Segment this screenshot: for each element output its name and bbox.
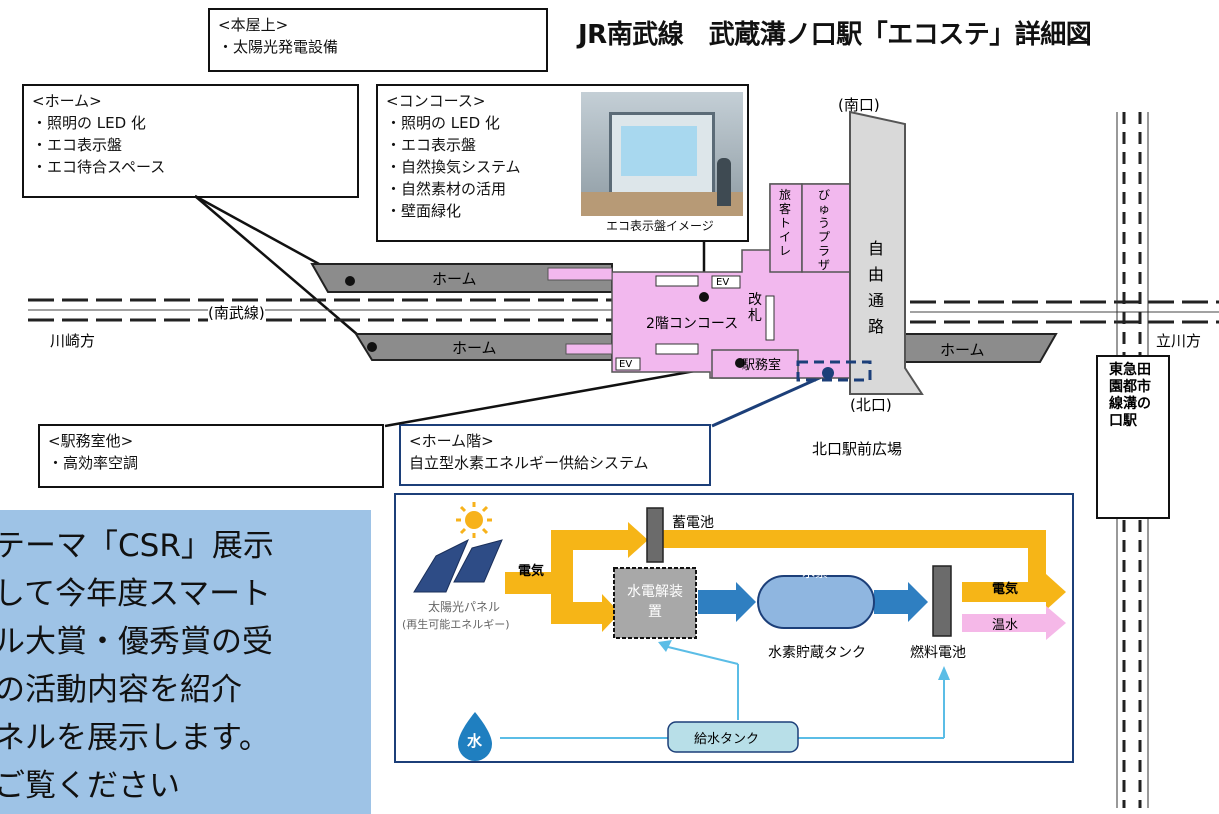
side-text-line: ル大賞・優秀賞の受: [0, 624, 273, 660]
battery-label: 蓄電池: [672, 515, 714, 531]
concourse-box: <コンコース> ・照明の LED 化 ・エコ表示盤 ・自然換気システム ・自然素…: [376, 84, 749, 242]
ev-label-lower: EV: [619, 359, 633, 370]
concourse-item: ・壁面緑化: [386, 202, 462, 220]
platform-right-label: ホーム: [940, 341, 985, 359]
north-plaza-label: 北口駅前広場: [812, 440, 903, 458]
home-floor-heading: <ホーム階>: [409, 432, 494, 450]
side-text-line: ネルを展示します。: [0, 720, 270, 756]
home-heading: <ホーム>: [32, 92, 102, 110]
side-text-line: して今年度スマート: [0, 576, 272, 612]
sun-icon: [456, 502, 492, 538]
home-item: ・照明の LED 化: [32, 114, 146, 132]
concourse-heading: <コンコース>: [386, 92, 486, 110]
tokyu-station-label: 東急田園都市線溝の口駅: [1109, 362, 1151, 429]
ticket-gate-label: 改札: [748, 292, 762, 324]
platform-lower-label: ホーム: [452, 339, 497, 357]
free-passage-label: 自由通路: [868, 239, 885, 336]
electricity-in-label: 電気: [518, 564, 545, 579]
tachikawa-label: 立川方: [1156, 332, 1202, 350]
concourse-label: 2階コンコース: [646, 316, 739, 332]
side-text-panel: テーマ「CSR」展示 して今年度スマート ル大賞・優秀賞の受 の活動内容を紹介 …: [0, 510, 371, 814]
home-item: ・エコ待合スペース: [32, 158, 166, 176]
restroom-label: 旅客トイレ: [779, 188, 792, 258]
north-exit-label: (北口): [850, 396, 892, 414]
hot-water-label: 温水: [992, 618, 1019, 633]
free-passage: [849, 110, 924, 395]
office-box: <駅務室他> ・高効率空調: [38, 424, 384, 488]
water-drop-icon: [458, 712, 492, 761]
home-floor-box: <ホーム階> 自立型水素エネルギー供給システム: [399, 424, 711, 486]
south-exit-label: (南口): [838, 96, 880, 114]
platform-upper-label: ホーム: [432, 270, 477, 288]
photo-caption: エコ表示盤イメージ: [606, 219, 714, 233]
fuel-cell-label: 燃料電池: [910, 645, 966, 661]
solar-panel-icon: [413, 538, 503, 593]
concourse-item: ・自然素材の活用: [386, 180, 507, 198]
home-floor-item: 自立型水素エネルギー供給システム: [409, 454, 649, 472]
roof-heading: <本屋上>: [218, 16, 289, 34]
roof-box: <本屋上> ・太陽光発電設備: [208, 8, 548, 72]
concourse-item: ・照明の LED 化: [386, 114, 500, 132]
water-label: 水: [467, 732, 483, 750]
electrolyzer-label: 水電解装置: [627, 584, 683, 620]
side-text-line: の活動内容を紹介: [0, 672, 242, 708]
concourse-item: ・エコ表示盤: [386, 136, 477, 154]
ev-label-upper: EV: [716, 277, 730, 288]
renewable-label: (再生可能エネルギー): [402, 618, 510, 631]
line-name-label: (南武線): [208, 302, 265, 323]
eco-display-photo: [581, 92, 743, 216]
side-text-line: ご覧ください: [0, 768, 180, 804]
side-text-line: テーマ「CSR」展示: [0, 528, 274, 564]
station-office-label: 駅務室: [742, 358, 782, 373]
concourse-item: ・自然換気システム: [386, 158, 521, 176]
hydrogen-label: 水素: [802, 566, 829, 581]
tank-label: 水素貯蔵タンク: [768, 645, 866, 661]
view-plaza-label: びゅうプラザ: [818, 188, 831, 272]
office-heading: <駅務室他>: [48, 432, 134, 450]
roof-item: ・太陽光発電設備: [218, 38, 339, 56]
office-item: ・高効率空調: [48, 454, 139, 472]
page-title: JR南武線 武蔵溝ノ口駅「エコステ」詳細図: [578, 20, 1092, 50]
water-tank-label: 給水タンク: [694, 732, 760, 747]
kawasaki-label: 川崎方: [50, 332, 96, 350]
electricity-out-label: 電気: [992, 582, 1019, 597]
home-box: <ホーム> ・照明の LED 化 ・エコ表示盤 ・エコ待合スペース: [22, 84, 359, 198]
home-item: ・エコ表示盤: [32, 136, 123, 154]
solar-panel-label: 太陽光パネル: [428, 600, 501, 614]
